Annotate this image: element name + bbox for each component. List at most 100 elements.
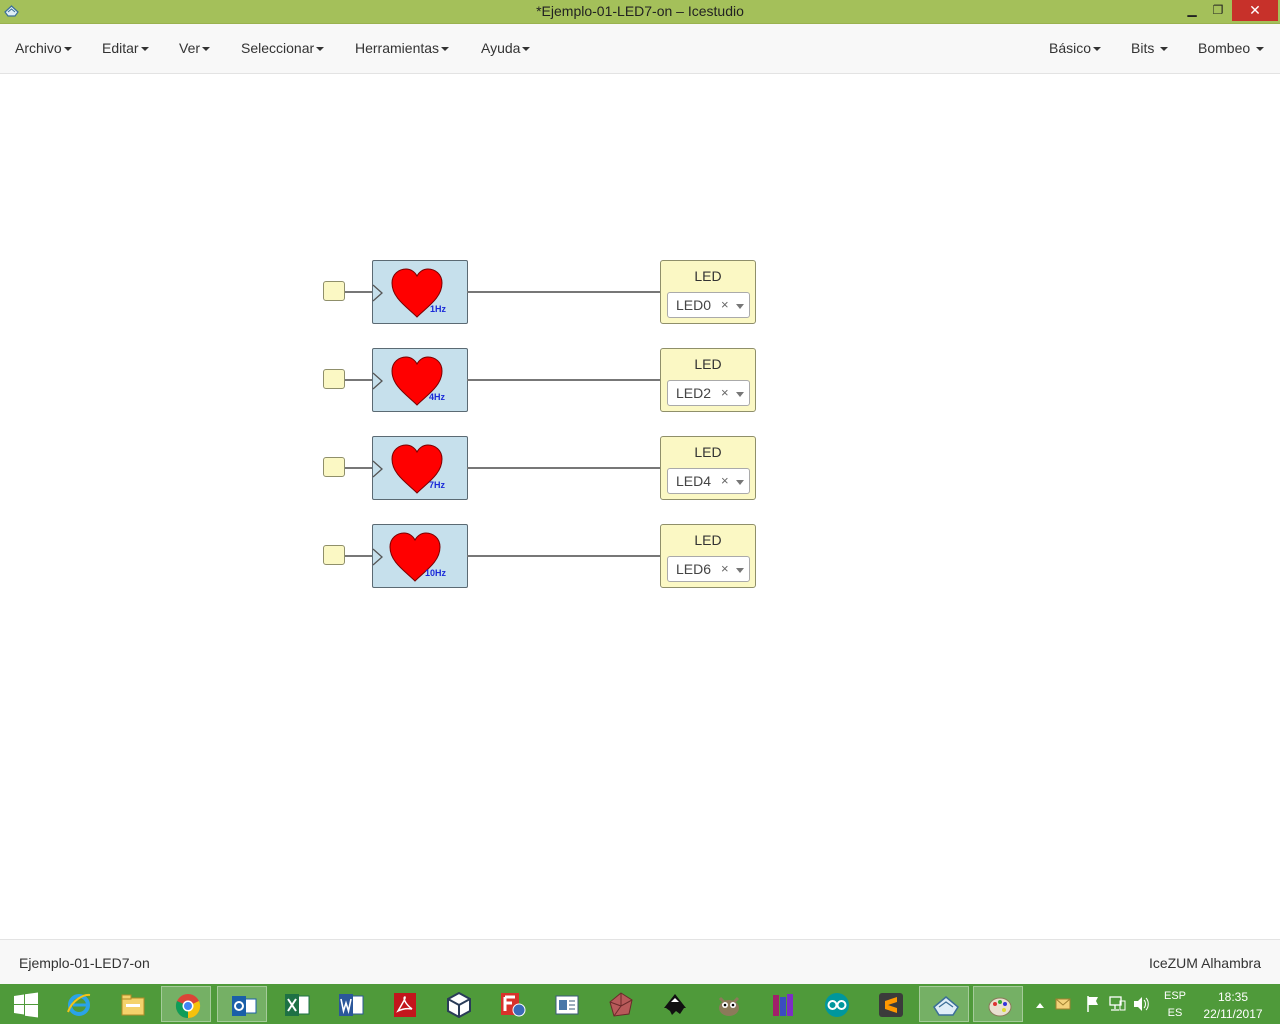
design-canvas[interactable]: 1Hz LED LED0 × 4Hz LED LED2 × 7Hz LED	[0, 75, 1280, 939]
caret-down-icon	[1093, 47, 1102, 52]
tray-overflow-icon[interactable]	[1034, 984, 1046, 1024]
wire[interactable]	[345, 555, 373, 557]
taskbar-freecad[interactable]	[487, 986, 537, 1022]
taskbar-acrobat[interactable]	[379, 986, 429, 1022]
icestudio-app-icon[interactable]	[4, 4, 19, 18]
taskbar-blender[interactable]	[433, 986, 483, 1022]
close-button[interactable]: ✕	[1232, 0, 1278, 21]
mail-icon[interactable]	[1055, 984, 1071, 1024]
freecad-icon	[501, 993, 526, 1017]
clock-block[interactable]: 1Hz	[372, 260, 468, 324]
taskbar-gimp[interactable]	[703, 986, 753, 1022]
menu-seleccionar[interactable]: Seleccionar	[241, 40, 325, 56]
taskbar-presentation[interactable]	[541, 986, 591, 1022]
menu-bar: Archivo Editar Ver Seleccionar Herramien…	[0, 23, 1280, 74]
taskbar-internet-explorer[interactable]	[53, 986, 103, 1022]
led-pin-select[interactable]: LED0 ×	[667, 292, 750, 318]
wire[interactable]	[467, 291, 661, 293]
dropdown-arrow-icon[interactable]	[736, 568, 744, 573]
acrobat-icon	[394, 993, 416, 1017]
taskbar-books[interactable]	[757, 986, 807, 1022]
input-pin-icon	[372, 372, 383, 390]
clock-block[interactable]: 10Hz	[372, 524, 468, 588]
menu-archivo[interactable]: Archivo	[15, 40, 72, 56]
network-icon[interactable]	[1108, 984, 1126, 1024]
clear-icon[interactable]: ×	[721, 473, 729, 488]
menu-ver[interactable]: Ver	[179, 40, 211, 56]
caret-down-icon	[441, 47, 450, 52]
led-pin-select[interactable]: LED2 ×	[667, 380, 750, 406]
maximize-button[interactable]: ❐	[1212, 3, 1224, 17]
clear-icon[interactable]: ×	[721, 385, 729, 400]
led-block-label: LED	[694, 356, 722, 372]
language-indicator[interactable]: ESP	[1163, 990, 1186, 1002]
heart-icon	[391, 268, 443, 318]
status-bar: Ejemplo-01-LED7-on IceZUM Alhambra	[0, 939, 1280, 984]
led-output-block[interactable]: LED LED2 ×	[660, 348, 756, 412]
taskbar-file-explorer[interactable]	[107, 986, 157, 1022]
clear-icon[interactable]: ×	[721, 561, 729, 576]
menu-bits[interactable]: Bits	[1131, 40, 1169, 56]
led-output-block[interactable]: LED LED6 ×	[660, 524, 756, 588]
dropdown-arrow-icon[interactable]	[736, 304, 744, 309]
led-output-block[interactable]: LED LED4 ×	[660, 436, 756, 500]
menu-bombeo[interactable]: Bombeo	[1198, 40, 1265, 56]
flag-icon[interactable]	[1085, 984, 1101, 1024]
menu-label: Archivo	[15, 40, 62, 56]
dropdown-arrow-icon[interactable]	[736, 392, 744, 397]
wire[interactable]	[467, 555, 661, 557]
caret-down-icon	[1256, 47, 1265, 52]
title-bar: *Ejemplo-01-LED7-on – Icestudio ▁ ❐ ✕	[0, 0, 1280, 23]
menu-editar[interactable]: Editar	[102, 40, 149, 56]
gimp-icon	[718, 996, 740, 1016]
clock-block[interactable]: 7Hz	[372, 436, 468, 500]
clock-block[interactable]: 4Hz	[372, 348, 468, 412]
led-pin-select[interactable]: LED6 ×	[667, 556, 750, 582]
taskbar-excel[interactable]	[271, 986, 321, 1022]
keyboard-layout[interactable]: ES	[1167, 1007, 1183, 1019]
start-button[interactable]	[0, 986, 50, 1022]
excel-icon	[285, 994, 310, 1016]
volume-icon[interactable]	[1132, 984, 1150, 1024]
led-pin-value: LED0	[676, 297, 712, 313]
frequency-label: 7Hz	[429, 480, 446, 490]
taskbar-meshlab[interactable]	[595, 986, 645, 1022]
wire[interactable]	[345, 291, 373, 293]
start-icon	[14, 992, 38, 1018]
wire[interactable]	[467, 379, 661, 381]
minimize-button[interactable]: ▁	[1187, 3, 1197, 17]
clock-time[interactable]: 18:35	[1217, 990, 1249, 1004]
input-port[interactable]	[323, 369, 345, 389]
meshlab-icon	[609, 992, 633, 1017]
menu-ayuda[interactable]: Ayuda	[481, 40, 531, 56]
caret-down-icon	[522, 47, 531, 52]
caret-down-icon	[1160, 47, 1169, 52]
menu-herramientas[interactable]: Herramientas	[355, 40, 450, 56]
input-port[interactable]	[323, 545, 345, 565]
dropdown-arrow-icon[interactable]	[736, 480, 744, 485]
taskbar-icestudio[interactable]	[919, 986, 969, 1022]
led-pin-value: LED4	[676, 473, 712, 489]
clock-date[interactable]: 22/11/2017	[1203, 1007, 1263, 1021]
frequency-label: 1Hz	[430, 304, 447, 314]
taskbar-word[interactable]	[325, 986, 375, 1022]
board-name[interactable]: IceZUM Alhambra	[1148, 955, 1261, 971]
taskbar-inkscape[interactable]	[649, 986, 699, 1022]
clear-icon[interactable]: ×	[721, 297, 729, 312]
wire[interactable]	[345, 467, 373, 469]
input-port[interactable]	[323, 281, 345, 301]
wire[interactable]	[345, 379, 373, 381]
taskbar-chrome[interactable]	[161, 986, 211, 1022]
taskbar-outlook[interactable]	[217, 986, 267, 1022]
led-output-block[interactable]: LED LED0 ×	[660, 260, 756, 324]
menu-basico[interactable]: Básico	[1049, 40, 1102, 56]
taskbar-arduino[interactable]	[811, 986, 861, 1022]
blender-icon	[447, 992, 471, 1018]
taskbar-sublime[interactable]	[865, 986, 915, 1022]
taskbar-paint[interactable]	[973, 986, 1023, 1022]
wire[interactable]	[467, 467, 661, 469]
outlook-icon	[232, 996, 257, 1016]
input-port[interactable]	[323, 457, 345, 477]
paint-icon	[988, 997, 1012, 1017]
led-pin-select[interactable]: LED4 ×	[667, 468, 750, 494]
